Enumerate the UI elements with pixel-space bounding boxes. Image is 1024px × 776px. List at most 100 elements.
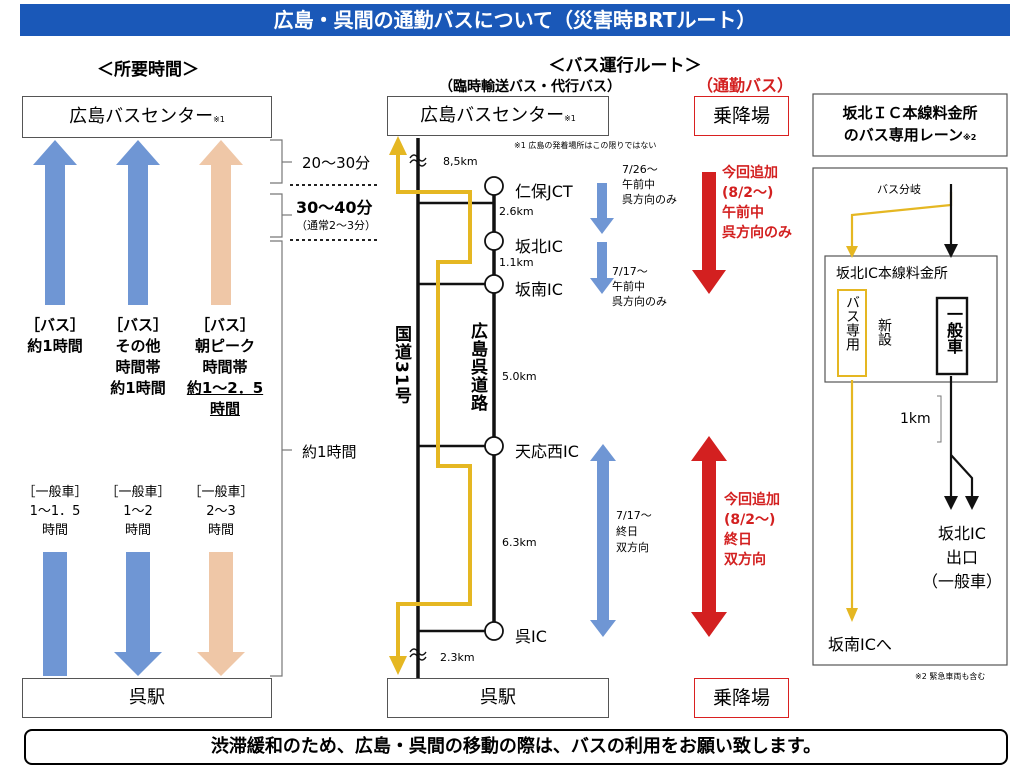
distance-label: 8,5km xyxy=(443,155,478,168)
left-top-station: 広島バスセンター※1 xyxy=(22,96,272,138)
blue-note-2-line: 呉方向のみ xyxy=(612,295,667,308)
node-label-sakanami-ic: 坂南IC xyxy=(515,280,563,299)
bus-arrow-up-1 xyxy=(33,140,77,305)
lane-title-note: ※2 xyxy=(962,133,977,142)
car-arrow-down-3 xyxy=(197,552,245,676)
route-top-station: 広島バスセンター※1 xyxy=(387,96,609,136)
route-top-station-note: ※1 xyxy=(564,114,576,123)
lane-distance: 1km xyxy=(900,411,931,427)
time-segment-3: 約1時間 xyxy=(302,443,357,461)
red-note-1-line: 呉方向のみ xyxy=(722,225,792,241)
distance-label: 2.6km xyxy=(499,205,534,218)
car-label-3-line: 時間 xyxy=(207,523,234,538)
blue-note-2-line: 午前中 xyxy=(612,280,645,293)
red-note-1-line: 午前中 xyxy=(722,205,764,221)
commute-bus-label: （通勤バス） xyxy=(696,76,793,95)
route-subheading: （臨時輸送バス・代行バス） xyxy=(439,79,621,95)
route-bottom-station: 呉駅 xyxy=(387,678,609,718)
general-lane-arrow-3 xyxy=(965,496,979,510)
bus-arrow-up-3 xyxy=(199,140,243,305)
red-note-2-line: 双方向 xyxy=(724,552,766,568)
general-lane-arrow-1 xyxy=(944,244,958,258)
car-label-1: ［一般車］ 1～1．5 時間 xyxy=(8,483,102,540)
red-note-1-line: 今回追加 xyxy=(722,165,778,181)
blue-arrow-down-1 xyxy=(590,183,614,234)
red-note-1-line: (8/2～) xyxy=(722,185,774,201)
time-segment-2-sub: （通常2～3分） xyxy=(296,219,376,232)
new-label: 新設 xyxy=(876,318,892,346)
bus-label-1-line: 約1時間 xyxy=(27,337,83,355)
footnote-2: ※2 緊急車両も含む xyxy=(915,672,986,681)
road-national-label: 国道31号 xyxy=(391,325,411,405)
lane-title-line1: 坂北ＩＣ本線料金所 xyxy=(842,104,978,122)
car-label-1-line: 1～1．5 xyxy=(29,504,81,519)
blue-note-1: 7/26～ 午前中 呉方向のみ xyxy=(622,162,677,207)
blue-note-3-line: 終日 xyxy=(616,525,638,538)
branch-label: バス分岐 xyxy=(877,183,921,196)
blue-note-2-line: 7/17～ xyxy=(612,265,648,278)
general-lane-label: 一般車 xyxy=(944,306,963,354)
node-label-tenno-nishi-ic: 天応西IC xyxy=(515,442,579,461)
stop-top: 乗降場 xyxy=(694,96,789,136)
general-lane-arrow-2 xyxy=(944,496,958,510)
bus-lane-arrow-2 xyxy=(846,608,858,622)
blue-note-1-line: 呉方向のみ xyxy=(622,193,677,206)
exit-label-line: 坂北IC xyxy=(938,524,986,543)
left-top-station-note: ※1 xyxy=(213,115,225,124)
bus-label-1-header: ［バス］ xyxy=(24,316,85,334)
red-note-2-line: (8/2～) xyxy=(724,512,776,528)
red-note-2-line: 終日 xyxy=(724,532,752,548)
node-niho-jct xyxy=(484,176,504,196)
lane-title-frame xyxy=(812,93,1008,157)
red-note-2: 今回追加 (8/2～) 終日 双方向 xyxy=(724,490,780,570)
route-top-station-name: 広島バスセンター xyxy=(420,105,565,126)
bus-label-2-line: 約1時間 xyxy=(110,379,166,397)
stop-bottom: 乗降場 xyxy=(694,678,789,718)
km-bracket xyxy=(937,395,942,443)
bus-label-3: ［バス］ 朝ピーク 時間帯 約1～2．5 時間 xyxy=(176,315,274,420)
lane-title-line2: のバス専用レーン xyxy=(843,126,963,144)
bus-arrow-up-2 xyxy=(116,140,160,305)
distance-label: 1.1km xyxy=(499,256,534,269)
blue-arrow-both xyxy=(590,444,616,637)
bus-label-3-line: 約1～2．5 xyxy=(186,379,264,397)
time-segment-1: 20～30分 xyxy=(302,154,371,172)
bus-label-2: ［バス］ その他 時間帯 約1時間 xyxy=(92,315,184,399)
distance-label: 5.0km xyxy=(502,370,537,383)
car-label-3-line: 2～3 xyxy=(206,504,236,519)
page-title: 広島・呉間の通勤バスについて（災害時BRTルート） xyxy=(20,4,1010,36)
break-marks xyxy=(409,154,427,661)
node-label-niho-jct: 仁保JCT xyxy=(515,182,573,201)
left-bottom-station: 呉駅 xyxy=(22,678,272,718)
car-label-1-header: ［一般車］ xyxy=(22,485,88,500)
node-kure-ic xyxy=(484,621,504,641)
blue-note-3-line: 7/17～ xyxy=(616,509,652,522)
blue-note-3: 7/17～ 終日 双方向 xyxy=(616,508,652,556)
left-heading: ＜所要時間＞ xyxy=(97,60,199,80)
footer-message: 渋滞緩和のため、広島・呉間の移動の際は、バスの利用をお願い致します。 xyxy=(24,729,1008,765)
general-lane-split xyxy=(950,454,974,498)
bus-lane-label: バス専用 xyxy=(844,295,860,351)
bus-lane-box xyxy=(837,289,867,377)
car-arrow-down-2 xyxy=(114,552,162,676)
road-expressway-label: 広島呉道路 xyxy=(467,322,487,412)
node-label-kure-ic: 呉IC xyxy=(515,627,547,646)
distance-label: 2.3km xyxy=(440,651,475,664)
lane-diagram-frame xyxy=(812,167,1008,666)
blue-note-1-line: 午前中 xyxy=(622,178,655,191)
bus-label-3-header: ［バス］ xyxy=(194,316,255,334)
time-bracket xyxy=(270,139,292,677)
exit-label-line: 出口 xyxy=(945,548,978,567)
blue-note-2: 7/17～ 午前中 呉方向のみ xyxy=(612,264,667,309)
time-segment-2: 30～40分 xyxy=(296,198,373,217)
red-note-2-line: 今回追加 xyxy=(724,492,780,508)
left-top-station-name: 広島バスセンター xyxy=(69,106,214,127)
node-sakanami-ic xyxy=(484,274,504,294)
connectors xyxy=(418,201,494,633)
footnote-1: ※1 広島の発着場所はこの限りではない xyxy=(514,141,657,150)
distance-label: 6.3km xyxy=(502,536,537,549)
car-label-2-line: 時間 xyxy=(124,523,151,538)
red-arrow-both xyxy=(691,436,727,637)
